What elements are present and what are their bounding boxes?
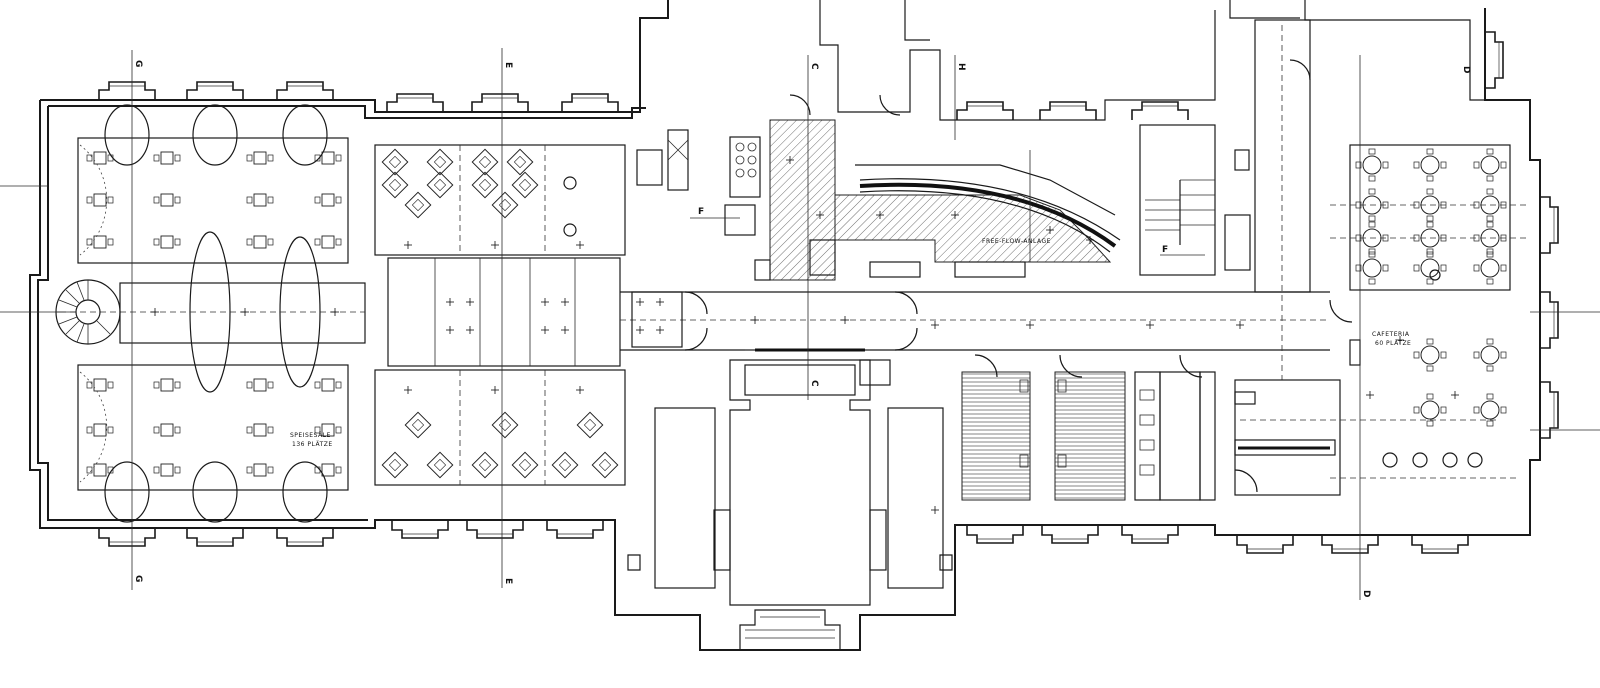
- outer-walls: [29, 0, 1541, 651]
- label-speisesaele-capacity: 136 PLÄTZE: [292, 441, 333, 448]
- section-mark-d-bottom: D: [1361, 590, 1371, 597]
- label-speisesaele: SPEISESÄLE: [290, 432, 331, 439]
- section-mark-g-bottom: G: [133, 575, 143, 582]
- section-mark-d-top: D: [1461, 66, 1471, 73]
- center-dining-rooms: [374, 144, 665, 486]
- kitchen-freeflow: [636, 59, 1311, 281]
- staircase: [1145, 179, 1215, 245]
- left-dining-wing: [55, 104, 366, 523]
- cafeteria: [1234, 19, 1530, 496]
- main-corridor: [620, 291, 1330, 351]
- label-cafeteria-capacity: 60 PLÄTZE: [1375, 340, 1411, 347]
- section-lines: G G E E C C H D D F F: [0, 48, 1600, 600]
- section-mark-g-top: G: [133, 60, 143, 67]
- section-mark-e-top: E: [503, 62, 513, 68]
- label-free-flow: FREE-FLOW-ANLAGE: [982, 238, 1051, 245]
- stairwell-restrooms: [961, 124, 1251, 501]
- section-mark-c-mid: C: [809, 380, 819, 387]
- spiral-staircase: [55, 279, 121, 345]
- section-mark-f-kitchen: F: [698, 207, 704, 217]
- section-mark-e-bottom: E: [503, 578, 513, 584]
- section-mark-c-top: C: [809, 63, 819, 70]
- section-mark-h: H: [956, 63, 966, 71]
- section-mark-f-stair: F: [1162, 245, 1168, 255]
- south-hall: [627, 348, 953, 606]
- room-labels: SPEISESÄLE 136 PLÄTZE FREE-FLOW-ANLAGE C…: [290, 238, 1411, 448]
- cafeteria-tables: [1355, 148, 1507, 427]
- label-cafeteria: CAFETERIA: [1372, 331, 1410, 338]
